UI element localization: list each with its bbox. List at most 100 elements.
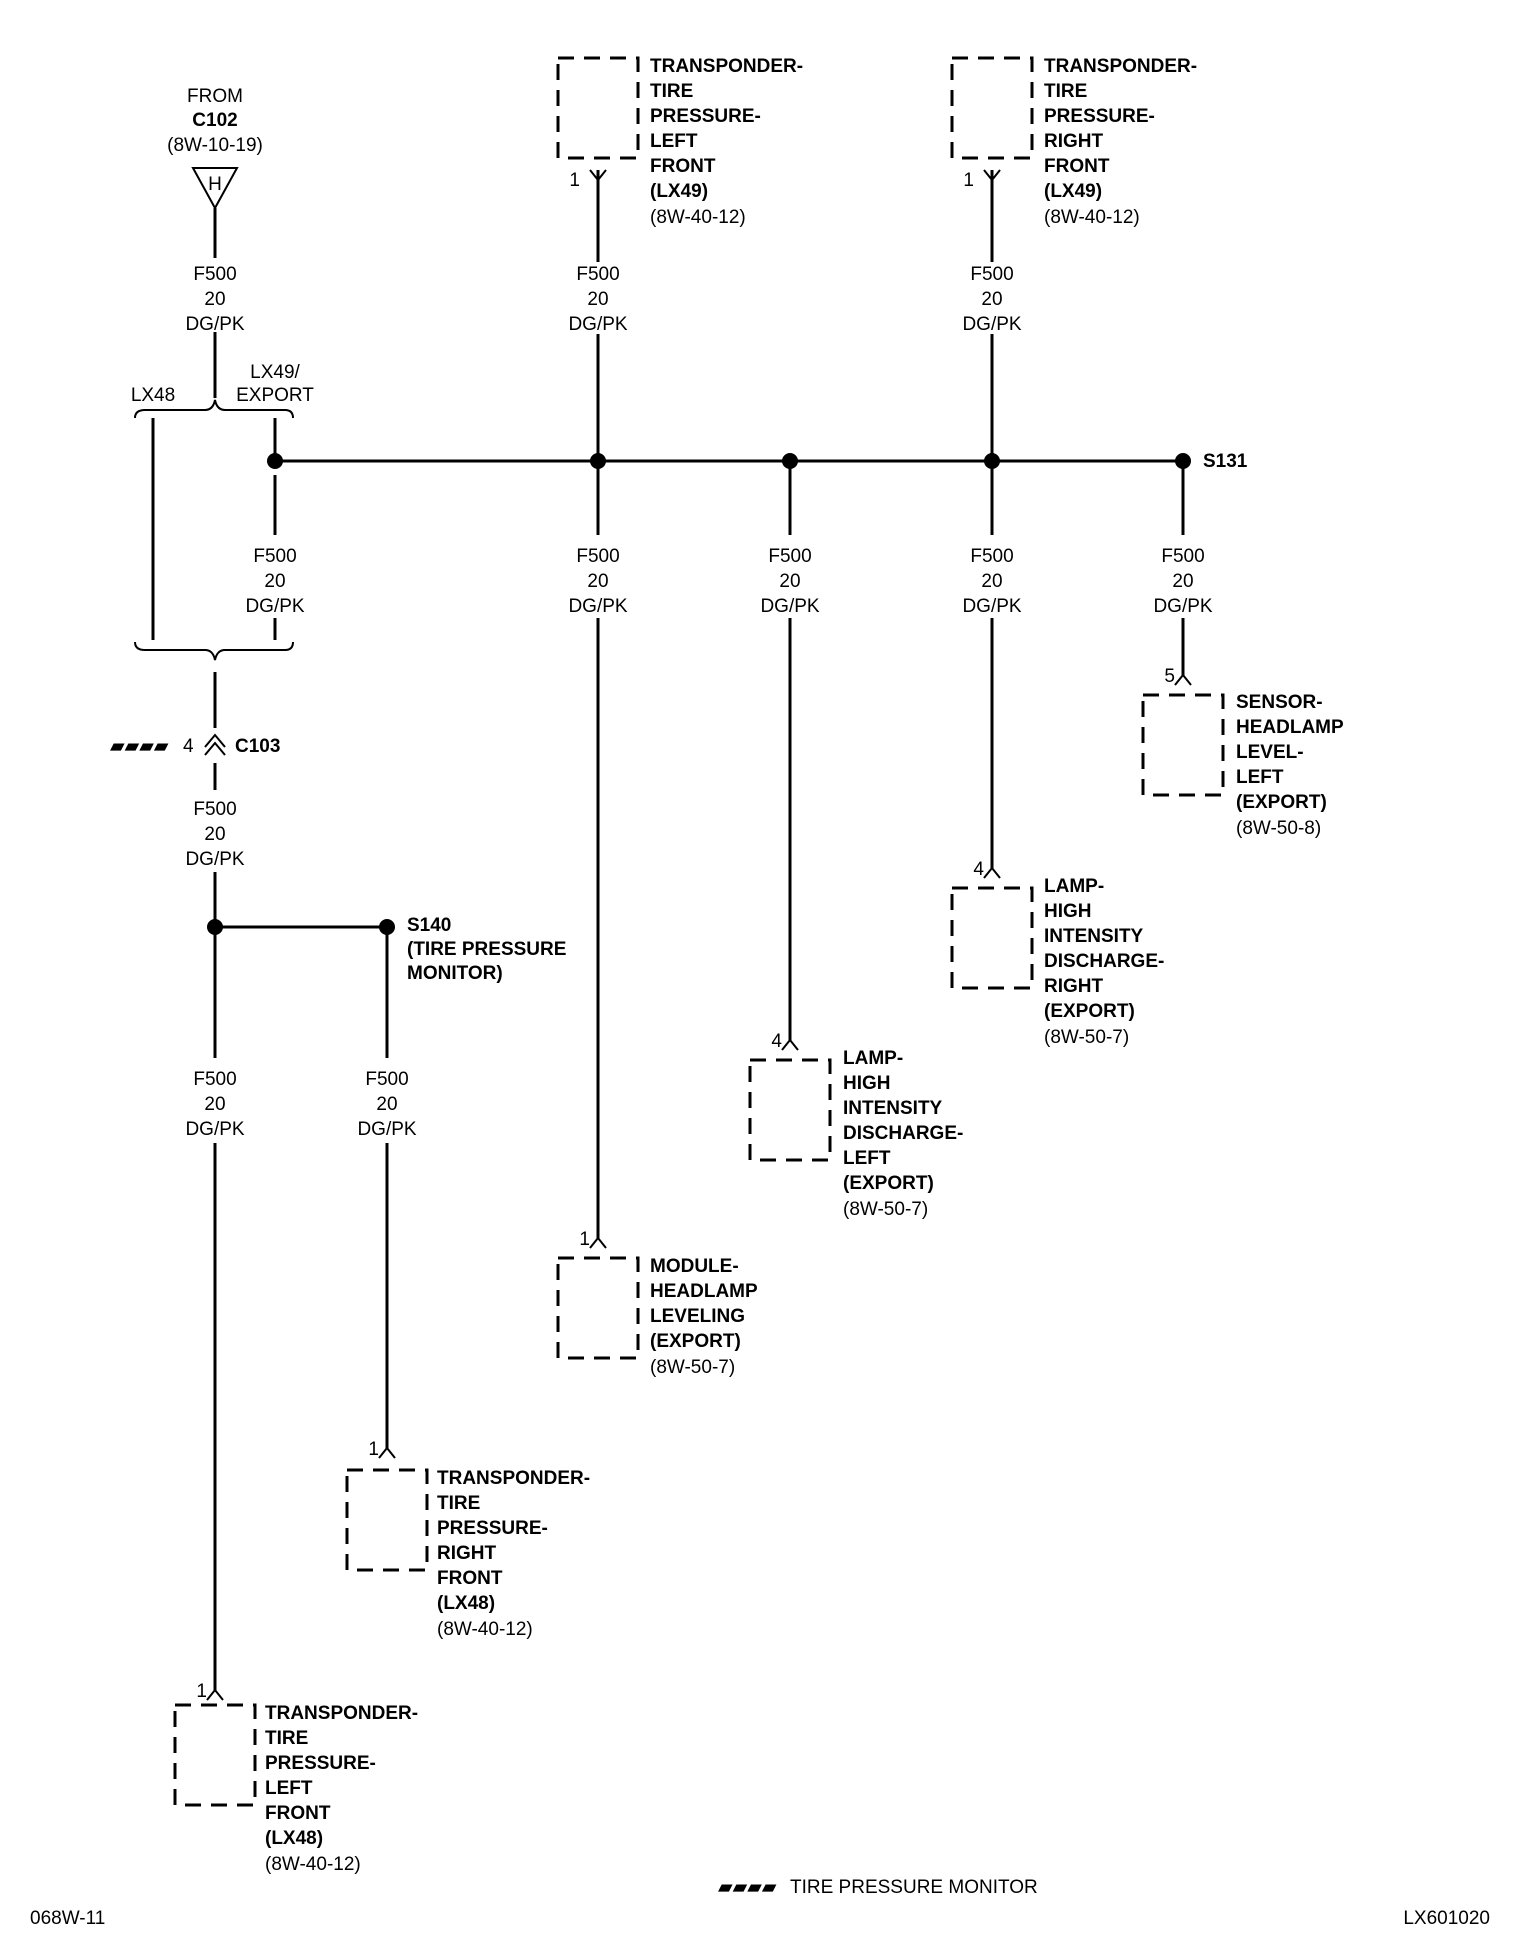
- pin-connector-icon: [983, 866, 1001, 879]
- component-ref: (8W-40-12): [1044, 207, 1140, 228]
- component-line: HIGH: [1044, 901, 1092, 922]
- splice-s140-desc2: MONITOR): [407, 963, 503, 984]
- wire-label-circuit: F500: [193, 264, 236, 285]
- wire-label-gauge: 20: [204, 824, 225, 845]
- footer: 068W-11 LX601020: [30, 1908, 1490, 1929]
- component-line: (EXPORT): [1236, 792, 1327, 813]
- component-line: LEFT: [650, 131, 698, 152]
- component-line: (LX49): [1044, 181, 1102, 202]
- connector-c103-lower-icon: [204, 741, 226, 756]
- component-line: LAMP-: [1044, 876, 1104, 897]
- wire-label-color: DG/PK: [568, 596, 627, 617]
- pin-connector-icon: [983, 169, 1001, 182]
- component-line: TRANSPONDER-: [437, 1468, 590, 1489]
- component-line: RIGHT: [1044, 976, 1104, 997]
- component-lamp-hid-left[interactable]: 4 LAMP- HIGH INTENSITY DISCHARGE- LEFT (…: [748, 1031, 963, 1220]
- wire-label-color: DG/PK: [185, 849, 244, 870]
- connector-c103: ▰▰▰▰ 4 C103: [110, 733, 280, 757]
- component-box: [556, 56, 640, 160]
- component-line: LAMP-: [843, 1048, 903, 1069]
- component-pin: 1: [963, 170, 974, 191]
- component-line: SENSOR-: [1236, 692, 1323, 713]
- wire-labels: F500 20 DG/PK F500 20 DG/PK F500 20 DG/P…: [185, 264, 1212, 1140]
- component-sensor-headlamp-level-left[interactable]: 5 SENSOR- HEADLAMP LEVEL- LEFT (EXPORT) …: [1141, 666, 1344, 839]
- footer-left-code: 068W-11: [30, 1908, 105, 1929]
- component-transponder-rf-lx49[interactable]: 1 TRANSPONDER- TIRE PRESSURE- RIGHT FRON…: [950, 56, 1197, 228]
- component-ref: (8W-40-12): [265, 1854, 361, 1875]
- wire-label: F500 20 DG/PK: [1153, 546, 1212, 617]
- component-line: TIRE: [437, 1493, 480, 1514]
- wire-label-color: DG/PK: [962, 596, 1021, 617]
- component-line: PRESSURE-: [650, 106, 761, 127]
- bracket-bottom: [134, 641, 294, 661]
- source-c102: FROM C102 (8W-10-19) H: [167, 86, 263, 211]
- component-box: [173, 1703, 257, 1807]
- wire-label: F500 20 DG/PK: [962, 264, 1021, 335]
- wires: [151, 170, 1185, 1690]
- wire-label-circuit: F500: [193, 1069, 236, 1090]
- component-line: LEFT: [1236, 767, 1284, 788]
- wire-label: F500 20 DG/PK: [185, 1069, 244, 1140]
- component-box: [1141, 693, 1225, 797]
- component-module-headlamp-leveling[interactable]: 1 MODULE- HEADLAMP LEVELING (EXPORT) (8W…: [556, 1229, 758, 1378]
- wire-label-color: DG/PK: [185, 314, 244, 335]
- legend-text: TIRE PRESSURE MONITOR: [790, 1877, 1038, 1898]
- component-box: [748, 1058, 832, 1162]
- component-pin: 5: [1164, 666, 1175, 687]
- component-ref: (8W-40-12): [650, 207, 746, 228]
- wire-label-color: DG/PK: [568, 314, 627, 335]
- component-line: INTENSITY: [843, 1098, 943, 1119]
- pin-connector-icon: [206, 1688, 224, 1701]
- component-line: FRONT: [265, 1803, 331, 1824]
- wire-label: F500 20 DG/PK: [568, 264, 627, 335]
- component-line: TRANSPONDER-: [650, 56, 803, 77]
- component-line: (LX48): [437, 1593, 495, 1614]
- component-box: [345, 1468, 429, 1572]
- wire-label-gauge: 20: [981, 289, 1002, 310]
- component-line: LEVEL-: [1236, 742, 1304, 763]
- branch-export-label: EXPORT: [236, 385, 314, 406]
- component-line: FRONT: [437, 1568, 503, 1589]
- component-line: DISCHARGE-: [843, 1123, 963, 1144]
- component-line: (EXPORT): [1044, 1001, 1135, 1022]
- bracket-top: [134, 399, 294, 419]
- component-line: (LX49): [650, 181, 708, 202]
- component-transponder-lf-lx49[interactable]: 1 TRANSPONDER- TIRE PRESSURE- LEFT FRONT…: [556, 56, 803, 228]
- pin-connector-icon: [378, 1446, 396, 1459]
- wire-label-circuit: F500: [1161, 546, 1204, 567]
- component-line: LEFT: [843, 1148, 891, 1169]
- wire-label-circuit: F500: [576, 546, 619, 567]
- branch-lx49-label: LX49/: [250, 362, 300, 383]
- component-transponder-lf-lx48[interactable]: 1 TRANSPONDER- TIRE PRESSURE- LEFT FRONT…: [173, 1681, 418, 1875]
- source-symbol: H: [208, 174, 222, 195]
- component-lamp-hid-right[interactable]: 4 LAMP- HIGH INTENSITY DISCHARGE- RIGHT …: [950, 859, 1164, 1048]
- component-ref: (8W-40-12): [437, 1619, 533, 1640]
- splice-s140-desc: (TIRE PRESSURE: [407, 939, 566, 960]
- component-pin: 1: [579, 1229, 590, 1250]
- wire-label-color: DG/PK: [1153, 596, 1212, 617]
- component-line: TIRE: [650, 81, 693, 102]
- component-ref: (8W-50-7): [843, 1199, 928, 1220]
- component-line: RIGHT: [1044, 131, 1104, 152]
- wire-label-circuit: F500: [193, 799, 236, 820]
- wire-label: F500 20 DG/PK: [568, 546, 627, 617]
- wire-label-circuit: F500: [253, 546, 296, 567]
- component-box: [950, 56, 1034, 160]
- wire-label-color: DG/PK: [245, 596, 304, 617]
- component-line: (EXPORT): [650, 1331, 741, 1352]
- component-line: LEVELING: [650, 1306, 745, 1327]
- wire-label-color: DG/PK: [760, 596, 819, 617]
- component-pin: 4: [973, 859, 984, 880]
- splice-s140-dot: [379, 919, 395, 935]
- wire-label-color: DG/PK: [185, 1119, 244, 1140]
- component-line: TIRE: [1044, 81, 1087, 102]
- connector-c103-upper-icon: [204, 733, 226, 748]
- wire-label-circuit: F500: [970, 264, 1013, 285]
- component-transponder-rf-lx48[interactable]: 1 TRANSPONDER- TIRE PRESSURE- RIGHT FRON…: [345, 1439, 590, 1640]
- component-line: PRESSURE-: [1044, 106, 1155, 127]
- component-line: TRANSPONDER-: [1044, 56, 1197, 77]
- wire-label-circuit: F500: [576, 264, 619, 285]
- splice-dot: [984, 453, 1000, 469]
- wire-label-gauge: 20: [204, 1094, 225, 1115]
